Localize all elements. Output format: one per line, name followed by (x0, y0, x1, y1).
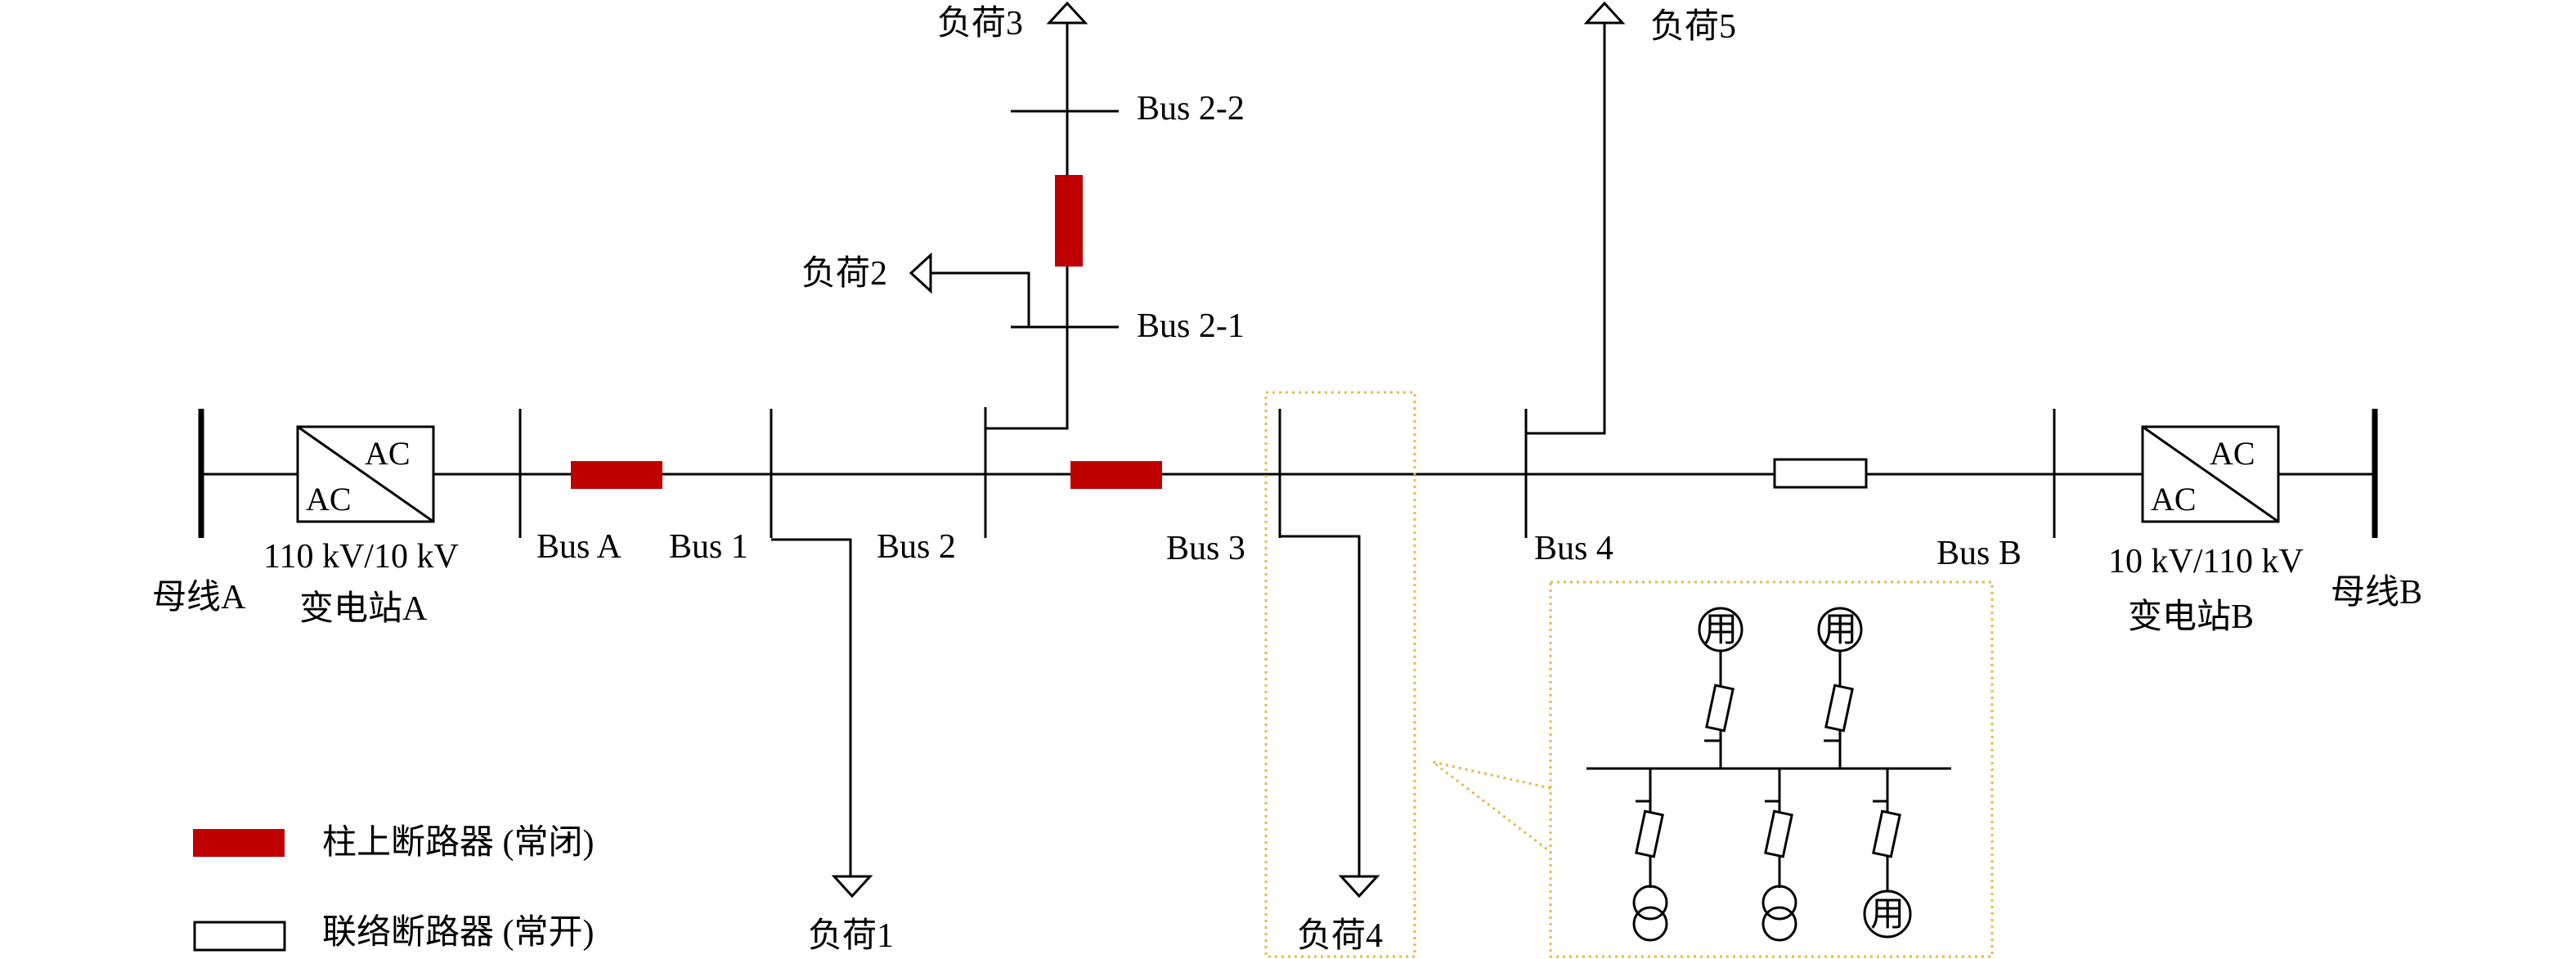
legend: 柱上断路器 (常闭) 联络断路器 (常开) (193, 824, 594, 952)
busbar-a-label: 母线A (152, 579, 246, 616)
busbar-b-label: 母线B (2331, 574, 2422, 612)
closed-breaker-bus-2-1-2 (1055, 175, 1083, 267)
legend-open-breaker-label: 联络断路器 (常开) (322, 913, 594, 952)
inset-box (1549, 580, 1994, 958)
tie-breaker-bus-4-b (1773, 458, 1868, 489)
inset-user-bottom-label: 用 (1870, 896, 1905, 934)
inset-user-top-2-label: 用 (1823, 612, 1857, 649)
transformer-b-ac-top: AC (2210, 435, 2255, 472)
inset-detail: 用 用 用 (1586, 607, 1951, 942)
substation-a-voltage: 110 kV/10 kV (263, 538, 459, 576)
inset-transformer-1-upper (1632, 885, 1668, 921)
branch-load-5: 负荷5 (1526, 1, 1736, 435)
branch-load-5-line (1526, 16, 1606, 435)
inset-fuse-bottom-1 (1635, 809, 1664, 858)
closed-breaker-bus-a-1 (571, 461, 662, 489)
legend-open-breaker-swatch (193, 921, 286, 952)
branch-bus-2-up: 负荷3 Bus 2-2 Bus 2-1 负荷2 (801, 1, 1245, 430)
load-5-arrow (1583, 1, 1626, 25)
branch-load-4: 负荷4 (1280, 535, 1383, 955)
load-2-label: 负荷2 (801, 255, 887, 293)
main-feeder: Bus A Bus 1 Bus 2 Bus 3 Bus 4 Bus B (433, 407, 2143, 572)
load-4-label: 负荷4 (1297, 917, 1383, 955)
bus-2-2-label: Bus 2-2 (1137, 90, 1245, 128)
substation-b-name: 变电站B (2128, 598, 2254, 636)
inset-transformer-2-upper (1761, 885, 1797, 921)
inset-fuse-top-1 (1705, 683, 1735, 733)
inset-user-bottom (1863, 890, 1912, 939)
load-3-label: 负荷3 (937, 5, 1023, 43)
callout-pointer (1432, 760, 1551, 854)
substation-b-voltage: 10 kV/110 kV (2108, 543, 2304, 580)
zoom-callout (1264, 391, 1994, 958)
legend-closed-breaker-swatch (193, 829, 285, 857)
bus-2-1-label: Bus 2-1 (1137, 307, 1245, 345)
highlight-box-bus-3 (1264, 391, 1416, 958)
substation-a-name: 变电站A (299, 589, 428, 628)
branch-load-1: 负荷1 (771, 538, 894, 955)
load-1-arrow (831, 875, 873, 899)
inset-fuse-bottom-3 (1872, 809, 1901, 858)
bus-b-label: Bus B (1936, 535, 2022, 572)
inset-fuse-top-2 (1824, 683, 1854, 733)
load-4-arrow (1338, 875, 1380, 899)
load-2-arrow (909, 252, 932, 294)
inset-user-top-1-label: 用 (1703, 612, 1738, 649)
closed-breaker-bus-2-3 (1070, 461, 1162, 489)
substation-b: AC AC 10 kV/110 kV 变电站B 母线B (2054, 409, 2422, 636)
transformer-b-ac-bottom: AC (2151, 481, 2197, 518)
bus-4-label: Bus 4 (1534, 530, 1613, 567)
inset-transformer-1-lower (1632, 906, 1668, 942)
branch-load-2-line (931, 271, 1030, 327)
branch-load-4-line (1280, 535, 1361, 876)
transformer-a-diagonal (297, 425, 434, 523)
bus-2-label: Bus 2 (877, 528, 956, 566)
transformer-b-diagonal (2142, 425, 2279, 523)
transformer-a-ac-bottom: AC (306, 481, 352, 518)
bus-3-label: Bus 3 (1166, 530, 1245, 567)
branch-bus-2-riser (985, 16, 1069, 430)
load-3-arrow (1046, 1, 1088, 25)
bus-1-label: Bus 1 (669, 528, 748, 566)
inset-fuse-bottom-2 (1764, 809, 1793, 858)
load-5-label: 负荷5 (1650, 8, 1736, 46)
load-1-label: 负荷1 (808, 917, 894, 955)
substation-a: AC AC 110 kV/10 kV 变电站A 母线A (152, 409, 459, 628)
inset-transformer-2-lower (1761, 906, 1797, 942)
branch-load-1-line (771, 538, 852, 876)
bus-a-label: Bus A (536, 528, 622, 566)
transformer-a-ac-top: AC (365, 435, 411, 472)
legend-closed-breaker-label: 柱上断路器 (常闭) (322, 824, 594, 862)
